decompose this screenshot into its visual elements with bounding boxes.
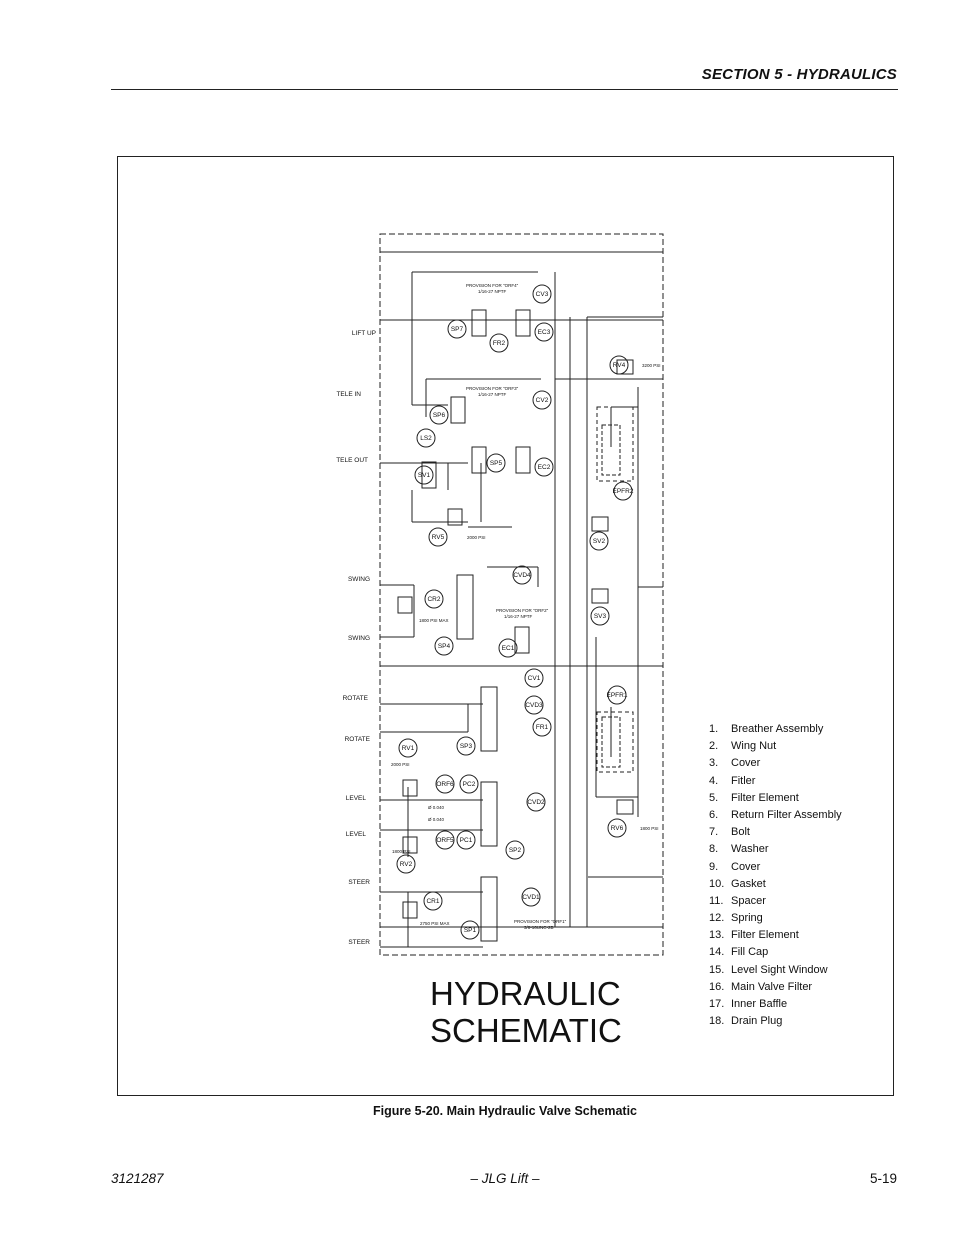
footer-brand: – JLG Lift – [470,1171,540,1186]
port-label-swing-a: SWING [348,576,370,583]
list-item: 16.Main Valve Filter [709,980,813,993]
note-provision-orf2: PROVISION FOR "ORF2" [496,608,549,613]
component-label: CV2 [536,397,549,404]
port-label-swing-b: SWING [348,635,370,642]
port-label-lift-up: LIFT UP [352,330,376,337]
port-label-level-b: LEVEL [346,831,367,838]
note-pressure: 3200 PSI [642,363,661,368]
note-pressure: 2000 PSI [391,762,410,767]
component-label: RV6 [611,825,624,832]
section-title: SECTION 5 - HYDRAULICS [701,66,897,83]
figure-frame: LIFT UP TELE IN TELE OUT SWING SWING ROT… [117,156,894,1096]
component-label: CR2 [427,596,440,603]
component-label: EPFR1 [607,692,628,699]
list-item: 4.Fitler [709,774,756,787]
page-number: 5-19 [869,1171,897,1186]
component-label: EC2 [538,464,551,471]
list-item: 2.Wing Nut [709,740,777,753]
component-label: CR1 [426,898,439,905]
list-item: 1.Breather Assembly [709,723,824,735]
component-label: CVD4 [513,572,531,579]
component-label: RV5 [432,534,445,541]
note-thread-npt: 1/16-27 NPTF [478,392,507,397]
component-label: RV4 [613,362,626,369]
component-label: FR1 [536,724,549,731]
port-label-rotate-a: ROTATE [343,695,369,702]
component-label: EC1 [502,645,515,652]
list-item: 14.Fill Cap [709,946,769,959]
component-label: ORF5 [436,837,454,844]
note-thread-npt: 1/16-27 NPTF [504,614,533,619]
list-item: 18.Drain Plug [709,1015,783,1028]
port-label-steer-b: STEER [348,939,370,946]
component-label: SV1 [418,472,431,479]
component-label: EC3 [538,329,551,336]
component-label: SV3 [594,613,607,620]
note-pressure: 2750 PSI MAX [420,921,450,926]
list-item: 8.Washer [709,843,769,856]
component-label: PC1 [460,837,473,844]
header-divider [111,89,898,90]
component-label: RV1 [402,745,415,752]
component-label: SP4 [438,643,451,650]
component-label: SP6 [433,412,446,419]
list-item: 11.Spacer [709,894,766,907]
list-item: 17.Inner Baffle [709,998,788,1010]
note-pressure: 1800 PSI [392,849,411,854]
note-orifice: Ø 0.040 [428,805,445,810]
component-label: CV1 [528,675,541,682]
list-item: 5.Filter Element [709,791,799,804]
component-label: LS2 [420,435,432,442]
list-item: 12.Spring [709,912,763,925]
component-label: SP5 [490,460,503,467]
note-provision-orf4: PROVISION FOR "ORF4" [466,283,519,288]
component-label: CVD3 [525,702,543,709]
note-pressure: 1800 PSI [640,826,659,831]
note-pressure: 2000 PSI [467,535,486,540]
component-label: SV2 [593,538,606,545]
note-orifice: Ø 0.040 [428,817,445,822]
port-label-tele-out: TELE OUT [336,457,368,464]
component-label: CV3 [536,291,549,298]
component-label: EPFR2 [613,488,634,495]
list-item: 9.Cover [709,860,761,873]
port-label-level-a: LEVEL [346,795,367,802]
port-label-tele-in: TELE IN [336,391,361,398]
component-label: CVD1 [522,894,540,901]
figure-caption: Figure 5-20. Main Hydraulic Valve Schema… [373,1104,637,1118]
schematic-title: HYDRAULIC SCHEMATIC [430,975,622,1049]
component-label: RV2 [400,861,413,868]
parts-list: 1.Breather Assembly 2.Wing Nut 3.Cover 4… [709,721,842,1030]
note-thread-unc: 3/8-16UNC-2B [524,925,554,930]
component-label: SP1 [464,927,477,934]
component-label: SP3 [460,743,473,750]
note-provision-orf3: PROVISION FOR "ORF3" [466,386,519,391]
port-label-steer-a: STEER [348,879,370,886]
component-label: FR2 [493,340,506,347]
component-label: CVD2 [527,799,545,806]
list-item: 13.Filter Element [709,929,799,942]
port-label-rotate-b: ROTATE [345,736,371,743]
list-item: 6.Return Filter Assembly [709,808,842,821]
note-thread-npt: 1/16-27 NPTF [478,289,507,294]
hydraulic-schematic: LIFT UP TELE IN TELE OUT SWING SWING ROT… [336,233,664,956]
note-provision-orf1: PROVISION FOR "ORF1" [514,919,567,924]
note-pressure: 1800 PSI MAX [419,618,449,623]
list-item: 10.Gasket [709,877,766,890]
component-label: PC2 [463,781,476,788]
component-label: SP7 [451,326,464,333]
list-item: 3.Cover [709,757,761,770]
component-label: ORF6 [436,781,454,788]
doc-number: 3121287 [111,1171,164,1186]
list-item: 15.Level Sight Window [709,963,828,976]
list-item: 7.Bolt [709,826,750,839]
component-label: SP2 [509,847,522,854]
